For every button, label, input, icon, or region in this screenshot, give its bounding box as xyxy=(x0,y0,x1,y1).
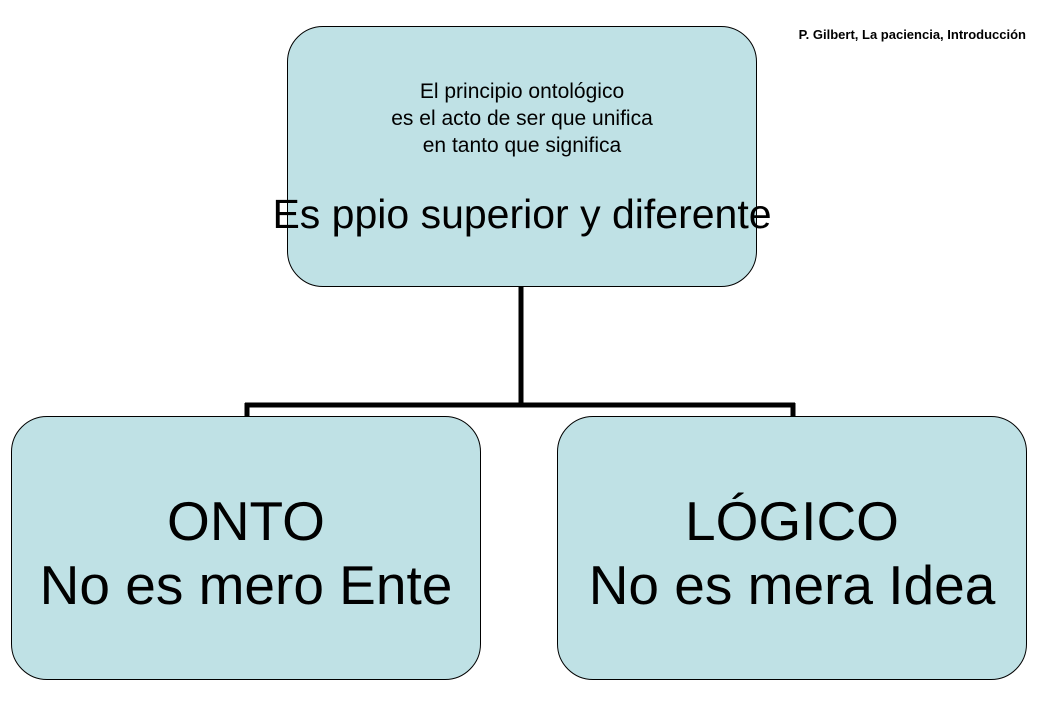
child-title-onto: ONTO xyxy=(167,490,325,552)
root-line-1: El principio ontológico xyxy=(419,80,625,103)
child-node-logico: LÓGICO No es mera Idea xyxy=(557,416,1027,680)
root-node xyxy=(287,26,757,287)
root-line-3: en tanto que significa xyxy=(422,134,622,157)
child-subtitle-logico: No es mera Idea xyxy=(588,554,996,616)
citation: P. Gilbert, La paciencia, Introducción xyxy=(798,27,1026,42)
root-line-2: es el acto de ser que unifica xyxy=(391,107,653,130)
root-description: El principio ontológico es el acto de se… xyxy=(287,78,757,159)
root-headline: Es ppio superior y diferente xyxy=(272,191,772,237)
child-node-onto: ONTO No es mero Ente xyxy=(11,416,481,680)
child-title-logico: LÓGICO xyxy=(685,490,899,552)
child-subtitle-onto: No es mero Ente xyxy=(39,554,453,616)
